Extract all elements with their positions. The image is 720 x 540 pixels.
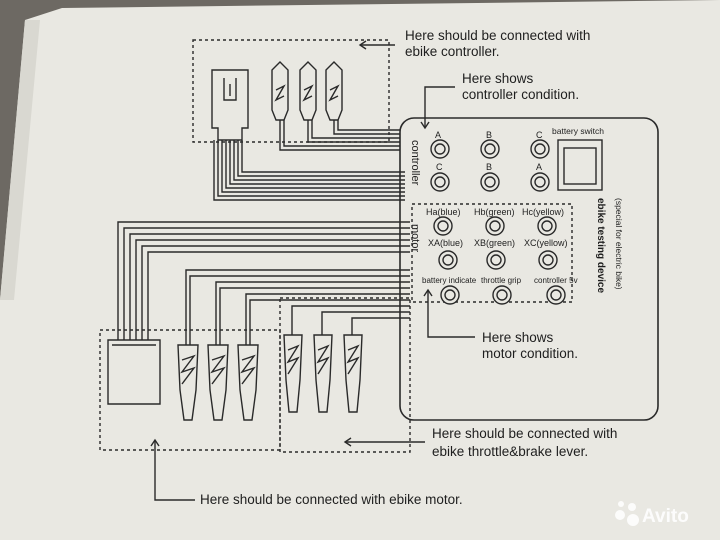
battery-switch — [557, 139, 603, 191]
controller-label-b2: B — [486, 162, 492, 172]
annotation-arrows — [150, 40, 475, 501]
controller-alligator-clips — [271, 61, 343, 121]
controller-connector-box — [192, 39, 390, 143]
motor-plug — [107, 339, 161, 405]
battery-switch-label: battery switch — [552, 126, 604, 136]
motor-alligator-clips — [177, 344, 259, 421]
motor-label-xc: XC(yellow) — [524, 238, 568, 248]
motor-plug-wires — [117, 221, 410, 340]
controller-5v-label: controller 5v — [534, 276, 578, 285]
device-subtitle: (special for electric bike) — [614, 198, 624, 290]
controller-condition-line2: controller condition. — [462, 87, 579, 102]
throttle-connect-line2: ebike throttle&brake lever. — [432, 444, 588, 459]
battery-switch-inner — [563, 147, 597, 185]
controller-plug-wires — [213, 140, 405, 201]
motor-section-box — [411, 203, 573, 303]
paper-edge-shadow — [0, 20, 40, 300]
testing-device-body — [399, 117, 659, 421]
motor-connect-text: Here should be connected with ebike moto… — [200, 492, 463, 507]
controller-label-c2: C — [436, 162, 443, 172]
motor-label-xa: XA(blue) — [428, 238, 463, 248]
controller-buttons — [430, 139, 550, 192]
throttle-clip-wires — [291, 305, 410, 335]
watermark-text: Avito — [642, 506, 689, 527]
device-name: ebike testing device — [595, 198, 606, 293]
controller-label-a2: A — [536, 162, 542, 172]
controller-clip-wires — [279, 120, 400, 151]
throttle-grip-label: throttle grip — [481, 276, 522, 285]
controller-label-a1: A — [435, 130, 441, 140]
avito-watermark: Avito — [615, 501, 689, 527]
controller-connect-line2: ebike controller. — [405, 44, 500, 59]
motor-label-ha: Ha(blue) — [426, 207, 461, 217]
motor-condition-line2: motor condition. — [482, 346, 578, 361]
motor-buttons — [433, 216, 558, 270]
controller-section-label: controller — [409, 140, 421, 186]
motor-section-label: motor — [409, 224, 421, 252]
throttle-alligator-clips — [283, 334, 363, 413]
motor-label-hb: Hb(green) — [474, 207, 515, 217]
battery-indicate-label: battery indicate — [422, 276, 477, 285]
controller-label-c1: C — [536, 130, 543, 140]
indicator-buttons — [440, 285, 566, 305]
controller-condition-line1: Here shows — [462, 71, 534, 86]
controller-connect-line1: Here should be connected with — [405, 28, 590, 43]
motor-condition-line1: Here shows — [482, 330, 554, 345]
throttle-connect-line1: Here should be connected with — [432, 426, 617, 441]
controller-plug-slot — [223, 78, 237, 101]
throttle-connector-box — [279, 297, 411, 453]
motor-label-hc: Hc(yellow) — [522, 207, 564, 217]
motor-label-xb: XB(green) — [474, 238, 515, 248]
controller-label-b1: B — [486, 130, 492, 140]
